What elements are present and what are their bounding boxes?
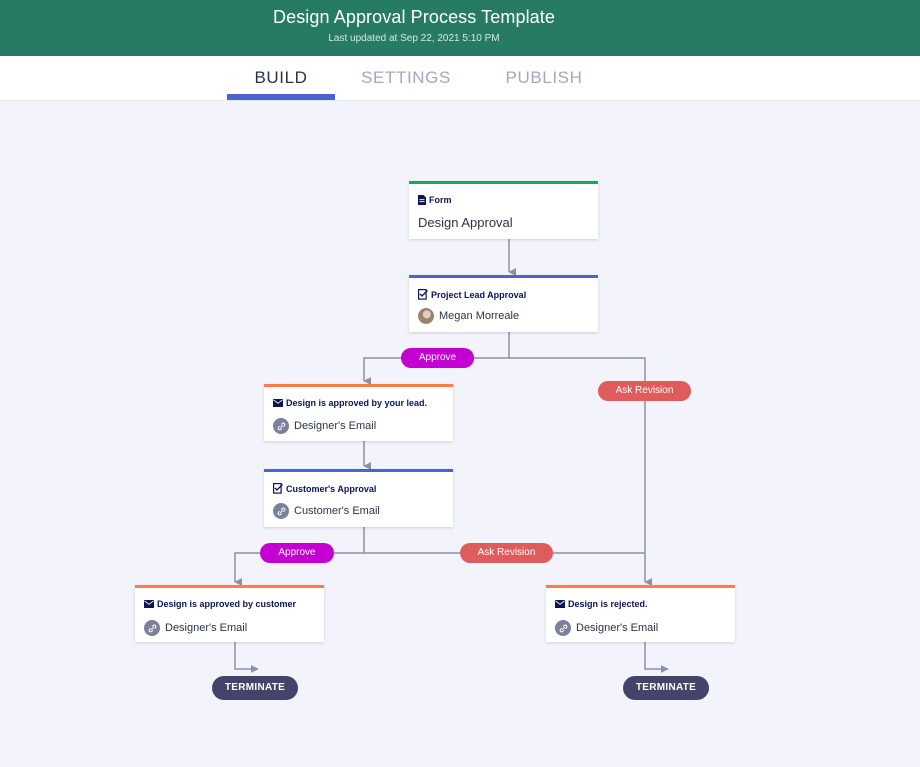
last-updated-text: Last updated at Sep 22, 2021 5:10 PM <box>328 33 500 44</box>
tab-bar: BUILD SETTINGS PUBLISH <box>0 56 920 101</box>
form-name: Design Approval <box>418 215 513 230</box>
customer-approval-node[interactable]: Customer's Approval Customer's Email <box>264 469 453 527</box>
recipient-field: Designer's Email <box>576 622 659 634</box>
lead-approval-node[interactable]: Project Lead Approval Megan Morreale <box>409 275 598 332</box>
approval-icon <box>273 483 283 494</box>
assignee-name: Megan Morreale <box>439 310 520 322</box>
node-type-label: Customer's Approval <box>286 483 377 494</box>
node-type-label: Design is rejected. <box>568 599 648 609</box>
recipient-field: Designer's Email <box>165 622 248 634</box>
connector-lead-split-right <box>509 357 653 586</box>
node-type-label: Form <box>429 195 452 205</box>
connector-to-terminate-left <box>234 642 259 673</box>
terminate-node-left[interactable]: TERMINATE <box>212 676 298 700</box>
active-tab-indicator <box>227 94 335 100</box>
tab-settings[interactable]: SETTINGS <box>361 68 451 87</box>
assignee-field: Customer's Email <box>294 505 380 517</box>
tab-publish[interactable]: PUBLISH <box>505 68 583 87</box>
node-type-label: Project Lead Approval <box>431 289 527 300</box>
rejected-email-node[interactable]: Design is rejected. Designer's Email <box>546 585 735 642</box>
tab-build[interactable]: BUILD <box>254 68 308 87</box>
document-icon <box>418 195 426 205</box>
node-type-label: Design is approved by customer <box>157 599 297 609</box>
approve-branch-label[interactable]: Approve <box>260 543 334 563</box>
ask-revision-branch-label[interactable]: Ask Revision <box>460 543 553 563</box>
recipient-field: Designer's Email <box>294 420 377 432</box>
approval-icon <box>418 289 428 300</box>
avatar <box>418 308 434 324</box>
page-title: Design Approval Process Template <box>272 7 555 27</box>
form-node[interactable]: Form Design Approval <box>409 181 598 239</box>
app-header: Design Approval Process Template Last up… <box>0 0 920 56</box>
link-icon <box>273 418 289 434</box>
customer-approved-email-node[interactable]: Design is approved by customer Designer'… <box>135 585 324 642</box>
node-type-label: Design is approved by your lead. <box>286 398 428 408</box>
envelope-icon <box>273 399 283 407</box>
lead-approved-email-node[interactable]: Design is approved by your lead. Designe… <box>264 384 453 441</box>
approve-branch-label[interactable]: Approve <box>401 348 474 368</box>
terminate-node-right[interactable]: TERMINATE <box>623 676 709 700</box>
link-icon <box>273 503 289 519</box>
link-icon <box>555 620 571 636</box>
envelope-icon <box>144 600 154 608</box>
link-icon <box>144 620 160 636</box>
connector-to-terminate-right <box>644 642 669 673</box>
ask-revision-branch-label[interactable]: Ask Revision <box>598 381 691 401</box>
envelope-icon <box>555 600 565 608</box>
